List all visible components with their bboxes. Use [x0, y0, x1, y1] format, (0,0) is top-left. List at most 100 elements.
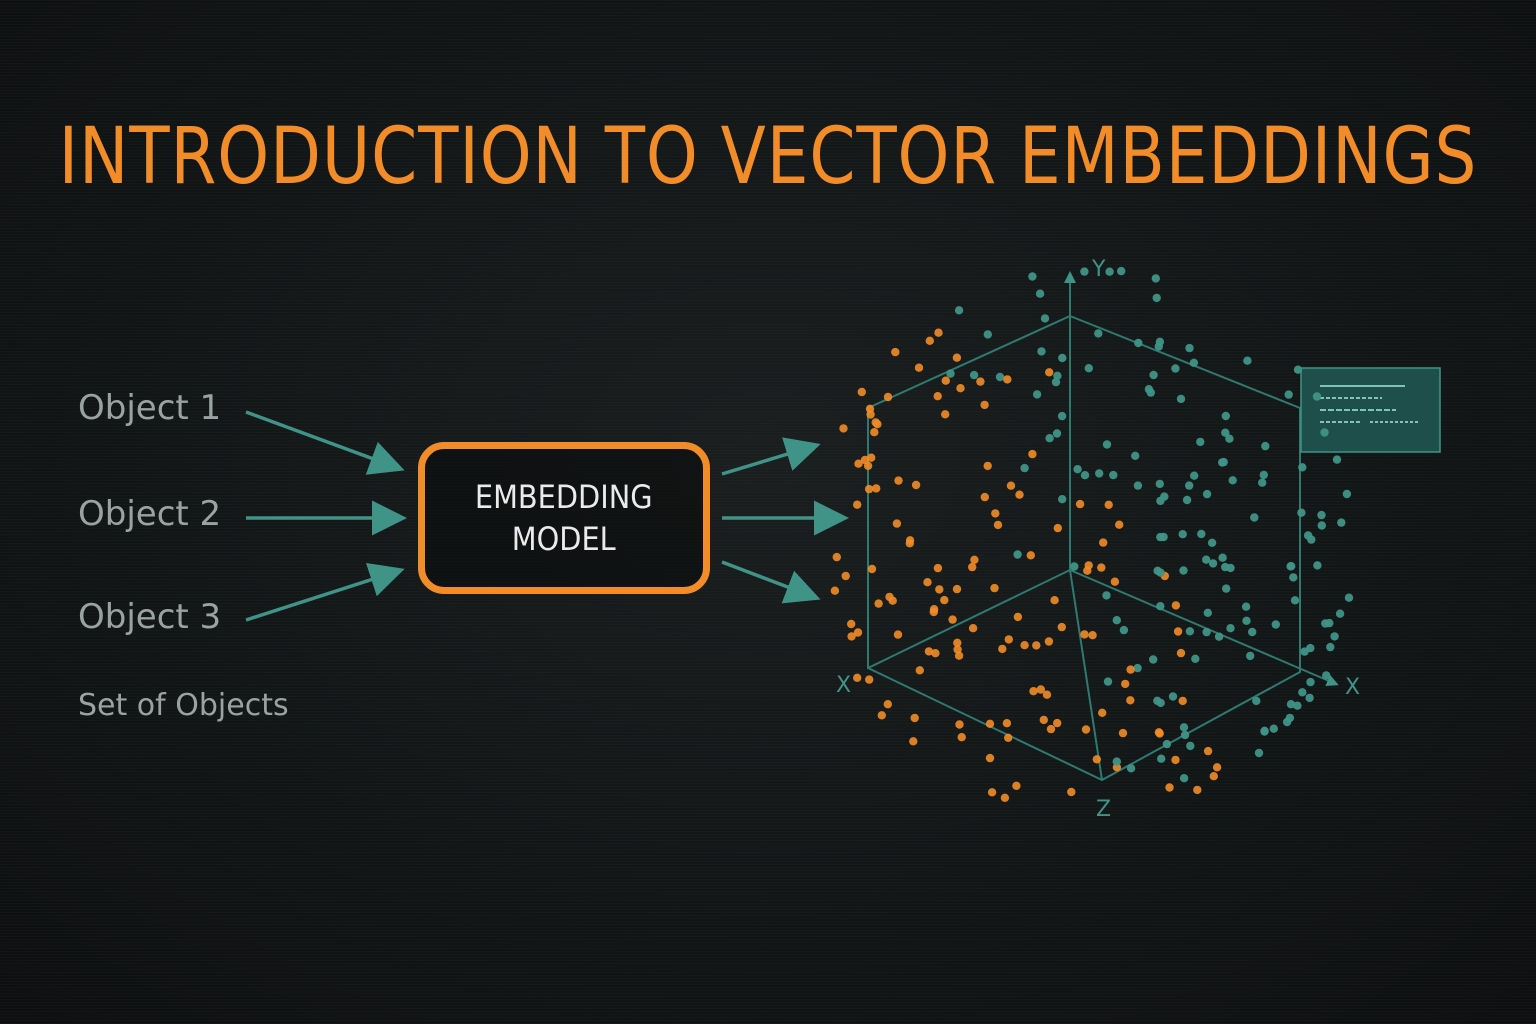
embedding-point: [853, 673, 862, 682]
embedding-point: [1032, 641, 1041, 650]
embedding-point: [1221, 411, 1231, 421]
embedding-point: [955, 720, 964, 729]
embedding-point: [891, 347, 900, 357]
embedding-point: [1088, 631, 1097, 640]
embedding-point: [853, 500, 862, 509]
embedding-point: [1119, 625, 1129, 635]
embedding-point: [1058, 495, 1067, 504]
embedding-point: [1332, 455, 1342, 464]
embedding-point: [1259, 470, 1269, 480]
embedding-point: [1004, 733, 1013, 742]
embedding-point: [1185, 481, 1194, 490]
embedding-point: [1036, 685, 1046, 694]
embedding-point: [1057, 411, 1067, 421]
embedding-point: [1126, 665, 1135, 674]
embedding-point: [968, 562, 977, 572]
embedding-point: [1053, 523, 1063, 533]
embedding-point: [985, 719, 995, 728]
set-of-objects-label: Set of Objects: [78, 688, 289, 723]
embedding-point: [1042, 690, 1052, 699]
embedding-point: [970, 555, 979, 564]
embedding-point: [1176, 394, 1186, 404]
embedding-point: [980, 492, 989, 502]
embedding-point: [1226, 563, 1235, 573]
embedding-point: [980, 400, 989, 410]
input-arrow-1: [245, 410, 405, 475]
embedding-point: [969, 370, 979, 380]
embedding-point: [892, 519, 902, 528]
embedding-point: [1126, 764, 1136, 773]
embedding-point: [1099, 538, 1108, 547]
embedding-point: [1252, 696, 1261, 706]
x-axis-right-label: X: [1345, 675, 1360, 700]
embedding-point: [1165, 783, 1174, 792]
embedding-point: [1155, 337, 1165, 346]
embedding-point: [894, 476, 903, 485]
embedding-point: [909, 737, 918, 746]
embedding-point: [1015, 490, 1024, 499]
embedding-point: [1226, 624, 1235, 633]
model-label-line1: EMBEDDING: [475, 478, 653, 516]
embedding-point: [1003, 375, 1012, 384]
embedding-model-box: EMBEDDING MODEL: [418, 442, 710, 594]
embedding-point: [934, 328, 943, 337]
embedding-point: [847, 632, 856, 641]
embedding-point: [995, 372, 1005, 382]
embedding-point: [1037, 347, 1046, 356]
model-label-line2: MODEL: [512, 520, 616, 558]
embedding-point: [1248, 627, 1257, 637]
embedding-point: [1197, 529, 1206, 539]
embedding-point: [1293, 701, 1302, 710]
embedding-point: [1153, 566, 1162, 575]
embedding-point: [1004, 635, 1013, 644]
embedding-point: [1243, 356, 1252, 365]
embedding-point: [1032, 390, 1042, 399]
embedding-point: [1046, 724, 1056, 734]
embedding-point: [1185, 343, 1194, 353]
embedding-point: [1179, 774, 1189, 783]
embedding-point: [976, 377, 985, 386]
embedding-point: [1126, 696, 1135, 705]
embedding-point: [870, 428, 879, 437]
embedding-point: [1209, 772, 1219, 781]
embedding-point: [1109, 470, 1118, 480]
embedding-point: [1112, 616, 1122, 625]
embedding-point: [1306, 677, 1315, 687]
embedding-point: [1241, 602, 1251, 611]
embedding-point: [931, 649, 940, 658]
embedding-point: [1193, 785, 1202, 795]
embedding-point: [832, 552, 841, 562]
embedding-point: [883, 700, 892, 709]
embedding-point: [1040, 314, 1050, 323]
embedding-point: [1286, 700, 1296, 709]
embedding-point: [990, 583, 999, 593]
embedding-point: [1156, 496, 1165, 506]
embedding-point: [1176, 648, 1186, 658]
embedding-point: [1242, 616, 1251, 625]
embedding-point: [1168, 692, 1178, 701]
embedding-point: [883, 392, 893, 402]
embedding-point: [1144, 385, 1154, 394]
embedding-point: [853, 628, 863, 637]
embedding-point: [1162, 739, 1172, 749]
embedding-point: [987, 788, 997, 797]
embedding-point: [1006, 481, 1016, 490]
embedding-point: [1155, 729, 1164, 738]
embedding-point: [1149, 370, 1158, 380]
embedding-point: [1313, 561, 1322, 570]
embedding-point: [935, 585, 944, 594]
embedding-point: [1159, 532, 1168, 542]
embedding-point: [948, 615, 957, 624]
embedding-point: [885, 592, 894, 602]
vector-info-panel: [1300, 367, 1441, 453]
embedding-point: [1317, 521, 1327, 530]
embedding-point: [1155, 479, 1165, 489]
embedding-point: [830, 586, 840, 595]
embedding-point: [1067, 787, 1076, 797]
page-title: INTRODUCTION TO VECTOR EMBEDDINGS: [58, 112, 1478, 202]
embedding-point: [1029, 687, 1038, 696]
embedding-point: [1203, 608, 1213, 617]
embedding-point: [1269, 724, 1279, 733]
embedding-point: [1178, 530, 1187, 539]
